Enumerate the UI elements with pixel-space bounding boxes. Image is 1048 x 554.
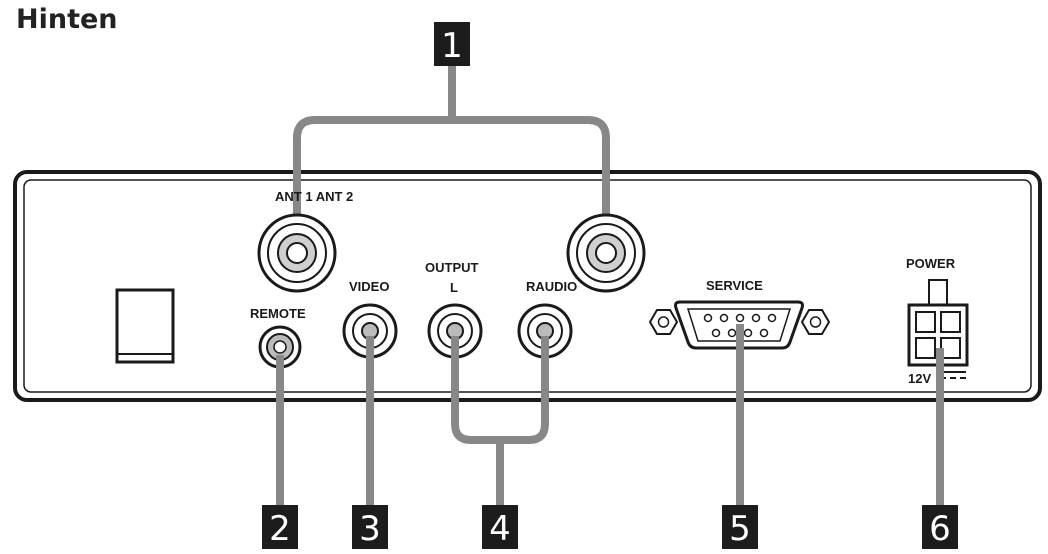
callout-6: 6 (922, 505, 958, 549)
remote-jack (258, 325, 302, 369)
ant2-connector (566, 213, 646, 293)
svg-text:6: 6 (929, 509, 951, 549)
volt-label: 12V (908, 371, 931, 386)
audio-l-jack (427, 303, 483, 359)
callout-4: 4 (482, 505, 518, 549)
svg-text:1: 1 (441, 26, 463, 66)
ant-label: ANT 1 ANT 2 (275, 189, 353, 204)
output-l-label: L (450, 280, 458, 295)
output-label: OUTPUT (425, 260, 479, 275)
svg-text:3: 3 (359, 509, 381, 549)
video-jack (342, 303, 398, 359)
callout-5: 5 (722, 505, 758, 549)
svg-text:5: 5 (729, 509, 751, 549)
remote-label: REMOTE (250, 306, 306, 321)
service-label: SERVICE (706, 278, 763, 293)
svg-text:4: 4 (489, 509, 511, 549)
audio-r-jack (517, 303, 573, 359)
callout-1: 1 (434, 22, 470, 66)
power-label: POWER (906, 256, 956, 271)
video-label: VIDEO (349, 279, 389, 294)
page-heading: Hinten (16, 4, 118, 35)
switch-block (115, 288, 175, 364)
callout-3: 3 (352, 505, 388, 549)
device-rear-panel-inner (23, 179, 1032, 393)
ant1-connector (257, 213, 337, 293)
svg-text:2: 2 (269, 509, 291, 549)
callout-2: 2 (262, 505, 298, 549)
raudio-label: RAUDIO (526, 279, 577, 294)
